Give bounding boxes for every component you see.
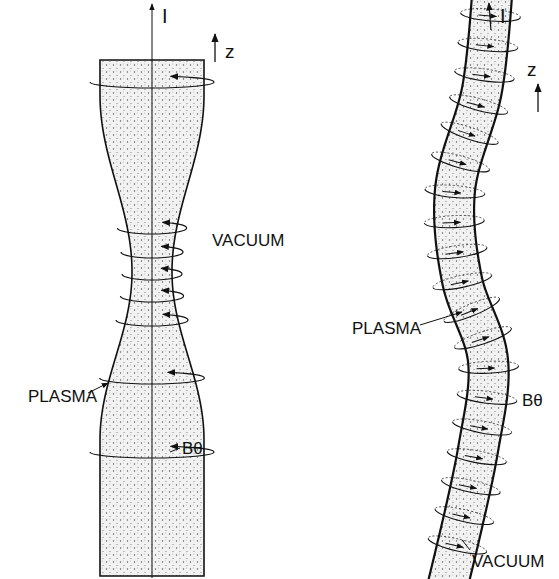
z-arrow [214, 34, 215, 62]
field-ring-arrow [161, 290, 183, 296]
leader-line [170, 448, 180, 452]
current-axis [152, 4, 153, 578]
field-ring [117, 228, 186, 234]
field-ring [453, 323, 514, 354]
field-label: Bθ [522, 392, 543, 409]
region-label: PLASMA [28, 388, 97, 405]
field-ring [432, 269, 493, 293]
field-ring [90, 82, 214, 88]
field-ring [457, 36, 518, 54]
field-ring [454, 65, 515, 85]
field-ring [427, 242, 488, 262]
field-ring [458, 360, 518, 375]
region-label: VACUUM [472, 553, 544, 570]
plasma-tube [429, 0, 512, 579]
field-ring-arrow [161, 268, 182, 274]
field-ring [456, 388, 517, 407]
field-label: Bθ [182, 440, 203, 457]
field-ring-arrow [161, 246, 183, 252]
field-ring [100, 378, 205, 384]
region-label: VACUUM [212, 232, 284, 249]
axis-label: z [225, 42, 235, 61]
field-ring [446, 445, 507, 468]
axis-label: z [527, 60, 537, 79]
leader-line [462, 540, 470, 550]
field-ring [120, 296, 183, 302]
field-ring-arrow [163, 314, 188, 320]
field-ring [122, 274, 182, 280]
field-ring [442, 293, 502, 327]
z-arrow [537, 84, 538, 112]
field-ring [116, 320, 188, 326]
field-ring-arrow [162, 222, 186, 228]
leader-line [420, 312, 462, 325]
field-ring [424, 214, 484, 229]
field-ring [452, 416, 513, 439]
field-ring-arrow [168, 372, 205, 378]
field-ring [439, 118, 500, 148]
current-label: I [500, 6, 506, 26]
field-ring [121, 252, 183, 258]
field-ring [448, 91, 509, 118]
field-ring [424, 183, 485, 200]
field-ring-arrow [171, 76, 214, 82]
current-label: I [162, 6, 168, 26]
field-ring [430, 148, 491, 176]
field-ring [434, 503, 495, 528]
field-ring [440, 474, 501, 498]
field-ring [460, 7, 521, 24]
plasma-boundary [467, 0, 512, 579]
region-label: PLASMA [352, 320, 421, 337]
